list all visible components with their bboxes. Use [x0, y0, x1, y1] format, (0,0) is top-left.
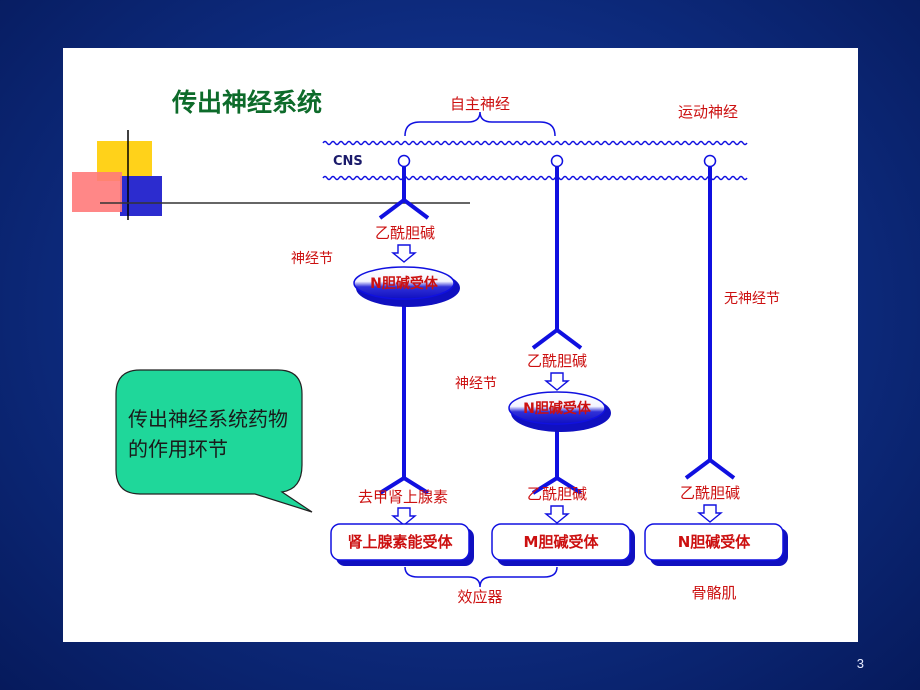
n-receptor-label-3: N胆碱受体	[678, 533, 752, 551]
slide-title: 传出神经系统	[171, 88, 322, 117]
effector-label: 效应器	[457, 588, 502, 606]
autonomic-label: 自主神经	[450, 95, 510, 113]
ach-label-1: 乙酰胆碱	[375, 224, 435, 242]
m-receptor-label: M胆碱受体	[524, 533, 600, 551]
cns-label: CNS	[333, 154, 363, 169]
neuron-parasympathetic	[531, 154, 583, 495]
effector-brace	[404, 566, 558, 588]
arrow-down-icon	[544, 372, 570, 391]
arrow-down-icon	[544, 505, 570, 524]
cell-body	[703, 154, 717, 168]
adrenergic-receptor-label: 肾上腺素能受体	[347, 533, 453, 551]
cns-boundary-top	[322, 140, 748, 146]
ganglion-label-1: 神经节	[291, 251, 333, 267]
adrenergic-receptor-box	[330, 523, 474, 566]
neuron-motor	[684, 154, 736, 480]
n-receptor-label-1: N胆碱受体	[370, 275, 439, 292]
ganglion-label-2: 神经节	[455, 376, 497, 392]
autonomic-brace	[404, 111, 556, 137]
cell-body	[397, 154, 411, 168]
callout-bubble	[115, 369, 313, 513]
n-receptor-oval-2	[508, 391, 611, 432]
no-ganglion-label: 无神经节	[724, 291, 780, 307]
ach-label-2: 乙酰胆碱	[527, 352, 587, 370]
motor-label: 运动神经	[678, 103, 738, 121]
ach-label-3: 乙酰胆碱	[527, 485, 587, 503]
skeletal-muscle-label: 骨骼肌	[691, 584, 736, 602]
n-receptor-oval-1	[353, 266, 460, 307]
page-number: 3	[856, 656, 864, 671]
arrow-down-icon	[391, 244, 417, 263]
arrow-down-icon	[697, 504, 723, 523]
neuron-sympathetic	[378, 154, 430, 495]
ach-label-4: 乙酰胆碱	[680, 484, 740, 502]
callout-text: 传出神经系统药物的作用环节	[128, 407, 288, 461]
n-receptor-box-3	[644, 523, 788, 566]
m-receptor-box	[491, 523, 635, 566]
arrow-down-icon	[391, 507, 417, 526]
cns-boundary-bottom	[322, 175, 748, 181]
n-receptor-label-2: N胆碱受体	[523, 400, 592, 417]
cell-body	[550, 154, 564, 168]
noradrenaline-label: 去甲肾上腺素	[358, 488, 448, 506]
